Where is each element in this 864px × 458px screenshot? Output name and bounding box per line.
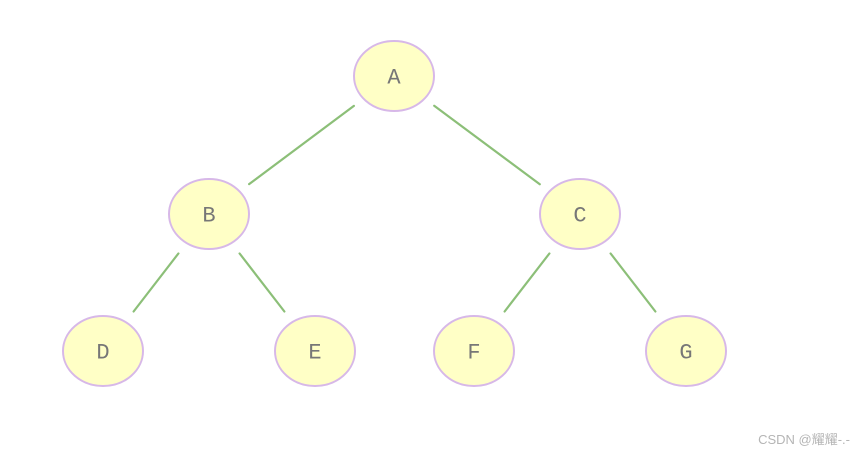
tree-node-a: A (353, 40, 435, 112)
node-circle (62, 315, 144, 387)
node-label: D (96, 341, 109, 366)
edges-layer (132, 104, 657, 313)
edge-a-c (433, 104, 541, 186)
nodes-layer: A B C D E F G (62, 40, 727, 387)
tree-node-e: E (274, 315, 356, 387)
node-circle (433, 315, 515, 387)
tree-node-c: C (539, 178, 621, 250)
node-label: F (467, 341, 480, 366)
node-circle (539, 178, 621, 250)
edge-b-d (132, 252, 180, 313)
tree-node-f: F (433, 315, 515, 387)
edge-c-g (609, 252, 657, 313)
watermark: CSDN @耀耀-.- (758, 432, 850, 447)
tree-node-d: D (62, 315, 144, 387)
node-circle (645, 315, 727, 387)
edge-c-f (503, 252, 551, 313)
node-label: E (308, 341, 321, 366)
edge-b-e (238, 252, 286, 313)
tree-node-g: G (645, 315, 727, 387)
node-circle (274, 315, 356, 387)
edge-a-b (248, 104, 355, 186)
node-circle (353, 40, 435, 112)
tree-node-b: B (168, 178, 250, 250)
node-label: C (573, 204, 586, 229)
node-label: A (387, 66, 401, 91)
node-label: B (202, 204, 215, 229)
node-circle (168, 178, 250, 250)
node-label: G (679, 341, 692, 366)
